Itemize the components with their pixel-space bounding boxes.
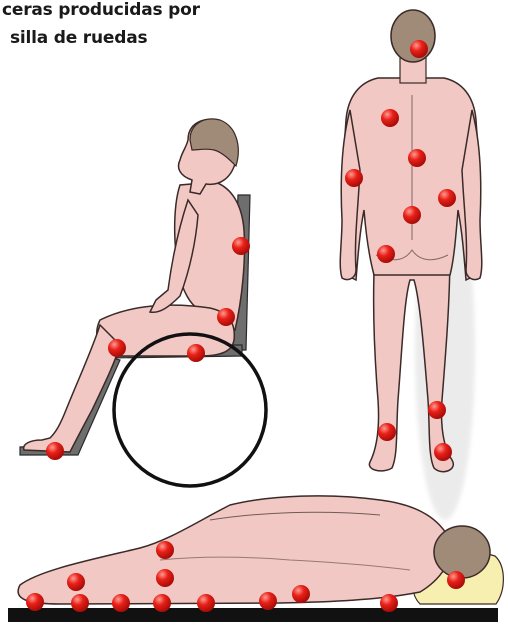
pressure-point-marker bbox=[67, 573, 85, 591]
pressure-point-marker bbox=[381, 109, 399, 127]
pressure-point-marker bbox=[410, 40, 428, 58]
pressure-point-marker bbox=[112, 594, 130, 612]
pressure-point-marker bbox=[259, 592, 277, 610]
standing-back-figure bbox=[340, 10, 482, 520]
lying-head bbox=[434, 526, 490, 578]
pressure-point-marker bbox=[434, 443, 452, 461]
pressure-point-marker bbox=[156, 541, 174, 559]
pressure-point-marker bbox=[217, 308, 235, 326]
pressure-point-marker bbox=[232, 237, 250, 255]
pressure-point-marker bbox=[197, 594, 215, 612]
pressure-point-marker bbox=[345, 169, 363, 187]
pressure-point-marker bbox=[447, 571, 465, 589]
pressure-point-marker bbox=[108, 339, 126, 357]
pressure-point-marker bbox=[428, 401, 446, 419]
lying-body bbox=[18, 496, 451, 604]
pressure-point-marker bbox=[403, 206, 421, 224]
pressure-point-marker bbox=[153, 594, 171, 612]
pressure-point-marker bbox=[292, 585, 310, 603]
pressure-point-marker bbox=[156, 569, 174, 587]
pressure-point-marker bbox=[408, 149, 426, 167]
pressure-point-marker bbox=[187, 344, 205, 362]
seated-figure bbox=[20, 119, 266, 486]
pressure-point-marker bbox=[378, 423, 396, 441]
pressure-point-marker bbox=[71, 594, 89, 612]
pressure-point-marker bbox=[377, 245, 395, 263]
pressure-point-marker bbox=[26, 593, 44, 611]
pressure-point-marker bbox=[438, 189, 456, 207]
pressure-point-marker bbox=[380, 594, 398, 612]
pressure-point-marker bbox=[46, 442, 64, 460]
